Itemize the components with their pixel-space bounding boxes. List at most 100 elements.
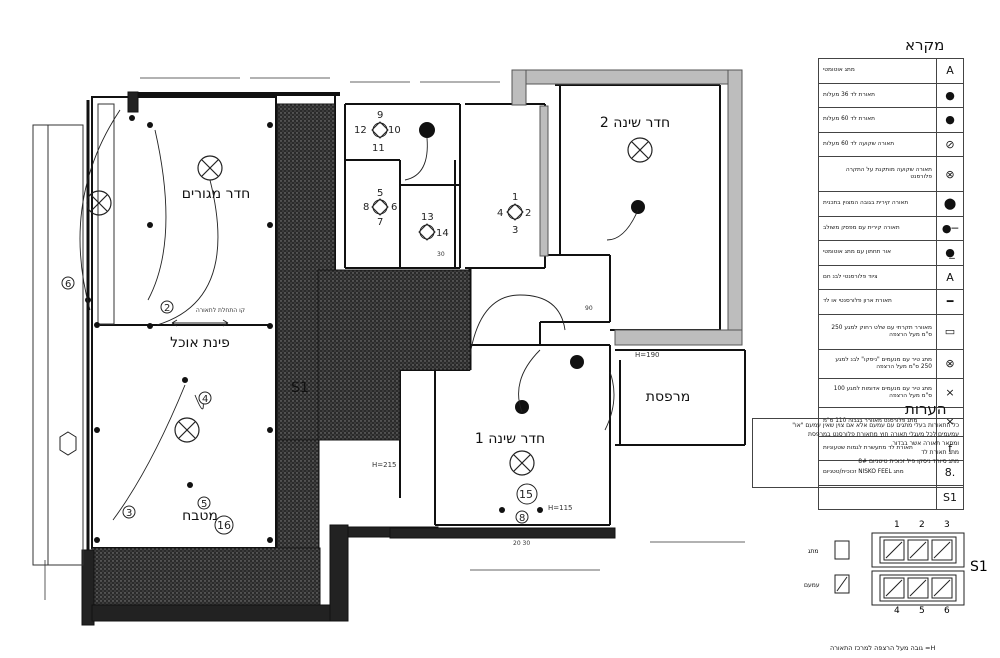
legend-row: S1 [819,485,963,510]
hatched-walls [81,91,616,626]
legend-text: תאורה שקועה לד 60 מעלות [823,140,895,147]
svg-text:3: 3 [944,520,950,530]
legend-row: תאורת לד 60 מעלות ● [819,108,963,133]
svg-text:8: 8 [363,202,369,213]
svg-text:H=190: H=190 [635,351,660,359]
svg-text:5: 5 [919,606,925,615]
svg-text:5: 5 [201,499,207,510]
legend-text: תאורת לד מתעשרת לגמות שטעוניות [823,444,913,451]
led-strip-icon: f [936,436,963,460]
switch-wiring [79,109,639,521]
s1-label: S1 [936,485,963,509]
svg-text:1: 1 [894,520,900,530]
legend-row: אור תחתון עם מתג אוטומטי ●̲ [819,241,963,266]
red-switch-icon: × [936,378,963,407]
svg-text:S1: S1 [970,559,988,575]
legend-text [819,486,936,510]
legend-text: מתג פלורסנט מאוורר בגבוה 110 ס"מ [823,418,918,424]
legend-text: מתג אוטומטי [823,67,855,74]
cabinet-light-icon: ━ [936,290,963,314]
auto-switch-icon: A [936,59,963,83]
legend-text: תאורה קירית בגובה המצוין בתכנית [823,200,909,207]
notes-title: הערות [905,400,947,418]
legend-text: מתג טיר עם מנעמים אדומות למגע 100 ס"מ מע… [833,385,932,399]
legend-row: תאורה שקועה מותקנת על התקרה פלורסנט⊗ [819,157,963,192]
legend-row: תאורה קירית עם מפסק משולב●─ [819,216,963,241]
svg-text:10: 10 [388,125,401,136]
legend-text: תאורת לד 60 מעלות [823,116,875,123]
legend-text: מאוורר תקרתי עם שלט רחוק למגע 250 ס"מ מע… [831,324,932,338]
svg-text:7: 7 [377,217,383,228]
under-light-icon: ●̲ [936,241,963,265]
svg-text:3: 3 [126,508,132,519]
room-bedroom1-label: חדר שינה 1 [475,431,545,447]
recessed-led-icon [371,121,524,241]
svg-text:4: 4 [894,606,900,615]
led-36-light-icon [85,115,543,543]
svg-text:H=215: H=215 [372,461,397,469]
legend-text: אור תחתון עם מתג אוטומטי [823,249,892,256]
bedroom2-walls [511,69,743,346]
side-tag-icon [59,431,77,456]
wall-light-switch-icon: ●─ [936,216,963,240]
dimension-lines [44,77,745,600]
svg-text:11: 11 [372,143,385,154]
footer-note: H= גובה מעל הרצפה למרכז התאורה [830,644,936,652]
led-60-light-icon: ● [936,108,963,132]
svg-text:3: 3 [512,225,518,236]
legend-title: מקרא [905,36,945,54]
room-bedroom2-label: חדר שינה 2 [600,115,670,131]
legend-row: מאוורר תקרתי עם שלט רחוק למגע 250 ס"מ מע… [819,314,963,350]
led-36-light-icon: ● [936,83,963,107]
fan-switch-icon: × [936,407,963,436]
legend-row: תאורת לד מתעשרת לגמות שטעוניות f [819,436,963,461]
note-line: מתג סיוחד ניסקו פיל זכוכית טיטניום 8# [858,458,959,465]
room-balcony-label: מרפסת [646,389,690,405]
room-dining-label: פינת אוכל [170,335,230,351]
legend-row: תאורה קירית בגובה המצוין בתכנית ⬤ [819,192,963,217]
svg-text:15: 15 [519,488,533,501]
svg-text:20 30: 20 30 [513,540,530,547]
svg-text:4: 4 [202,394,208,405]
svg-text:1: 1 [512,192,518,203]
nisko-switch-icon: 8. [936,461,963,485]
svg-text:מתג: מתג [808,548,819,555]
legend-row: תאורה שקועה לד 60 מעלות⊘ [819,132,963,157]
svg-text:12: 12 [354,125,367,136]
fixture-numbers: 9 12 10 11 5 8 6 7 13 14 1 4 2 3 [354,110,531,239]
legend-row: מתג אוטומטי A [819,59,963,84]
notes-box: כל התאורות בעלי מתגים עם עמעם אלא אם צוי… [752,418,964,488]
note-line: עמעמים לכל מעגלי תאורה חוץ מתאורת פלורסנ… [808,431,959,438]
svg-text:2: 2 [919,520,925,530]
height-labels: H=190 H=215 H=115 20 30 30 90 קו התחלת ל… [196,251,660,547]
room-kitchen-label: מטבח [182,508,218,524]
svg-text:6: 6 [944,606,950,615]
svg-text:30: 30 [437,251,445,258]
legend-row: תאורת ארון פלורסנטי או לד━ [819,290,963,315]
svg-text:16: 16 [217,519,231,532]
room-living-label: חדר מגורים [182,186,251,202]
svg-text:14: 14 [436,228,449,239]
legend-text: ציוד פלורסנטי לבנ חם [823,273,878,280]
circled-labels [61,276,538,535]
svg-text:עמעם: עמעם [804,582,820,589]
svg-text:H=115: H=115 [548,504,573,512]
svg-text:13: 13 [421,212,434,223]
s1-plan-label: S1 [291,380,309,396]
svg-text:90: 90 [585,305,593,312]
legend-row: מתג טיר עם מנעמים אדומות למגע 100 ס"מ מע… [819,378,963,408]
wall-light-icon [419,122,645,414]
svg-text:8: 8 [519,513,525,524]
note-line: כל התאורות בעלי מתגים עם עמעם אלא אם צוי… [792,422,959,429]
svg-text:2: 2 [525,208,531,219]
wall-light-icon: ⬤ [936,192,963,216]
svg-text:5: 5 [377,188,383,199]
legend-row: מתג פלורסנט מאוורר בגבוה 110 ס"מ × [819,407,963,437]
legend-text: מתג טיר עם מנעמים "ניסקו" לבנ למגע 250 ס… [835,356,932,370]
legend-row: מתג טיר עם מנעמים "ניסקו" לבנ למגע 250 ס… [819,349,963,379]
left-strip [32,103,115,566]
